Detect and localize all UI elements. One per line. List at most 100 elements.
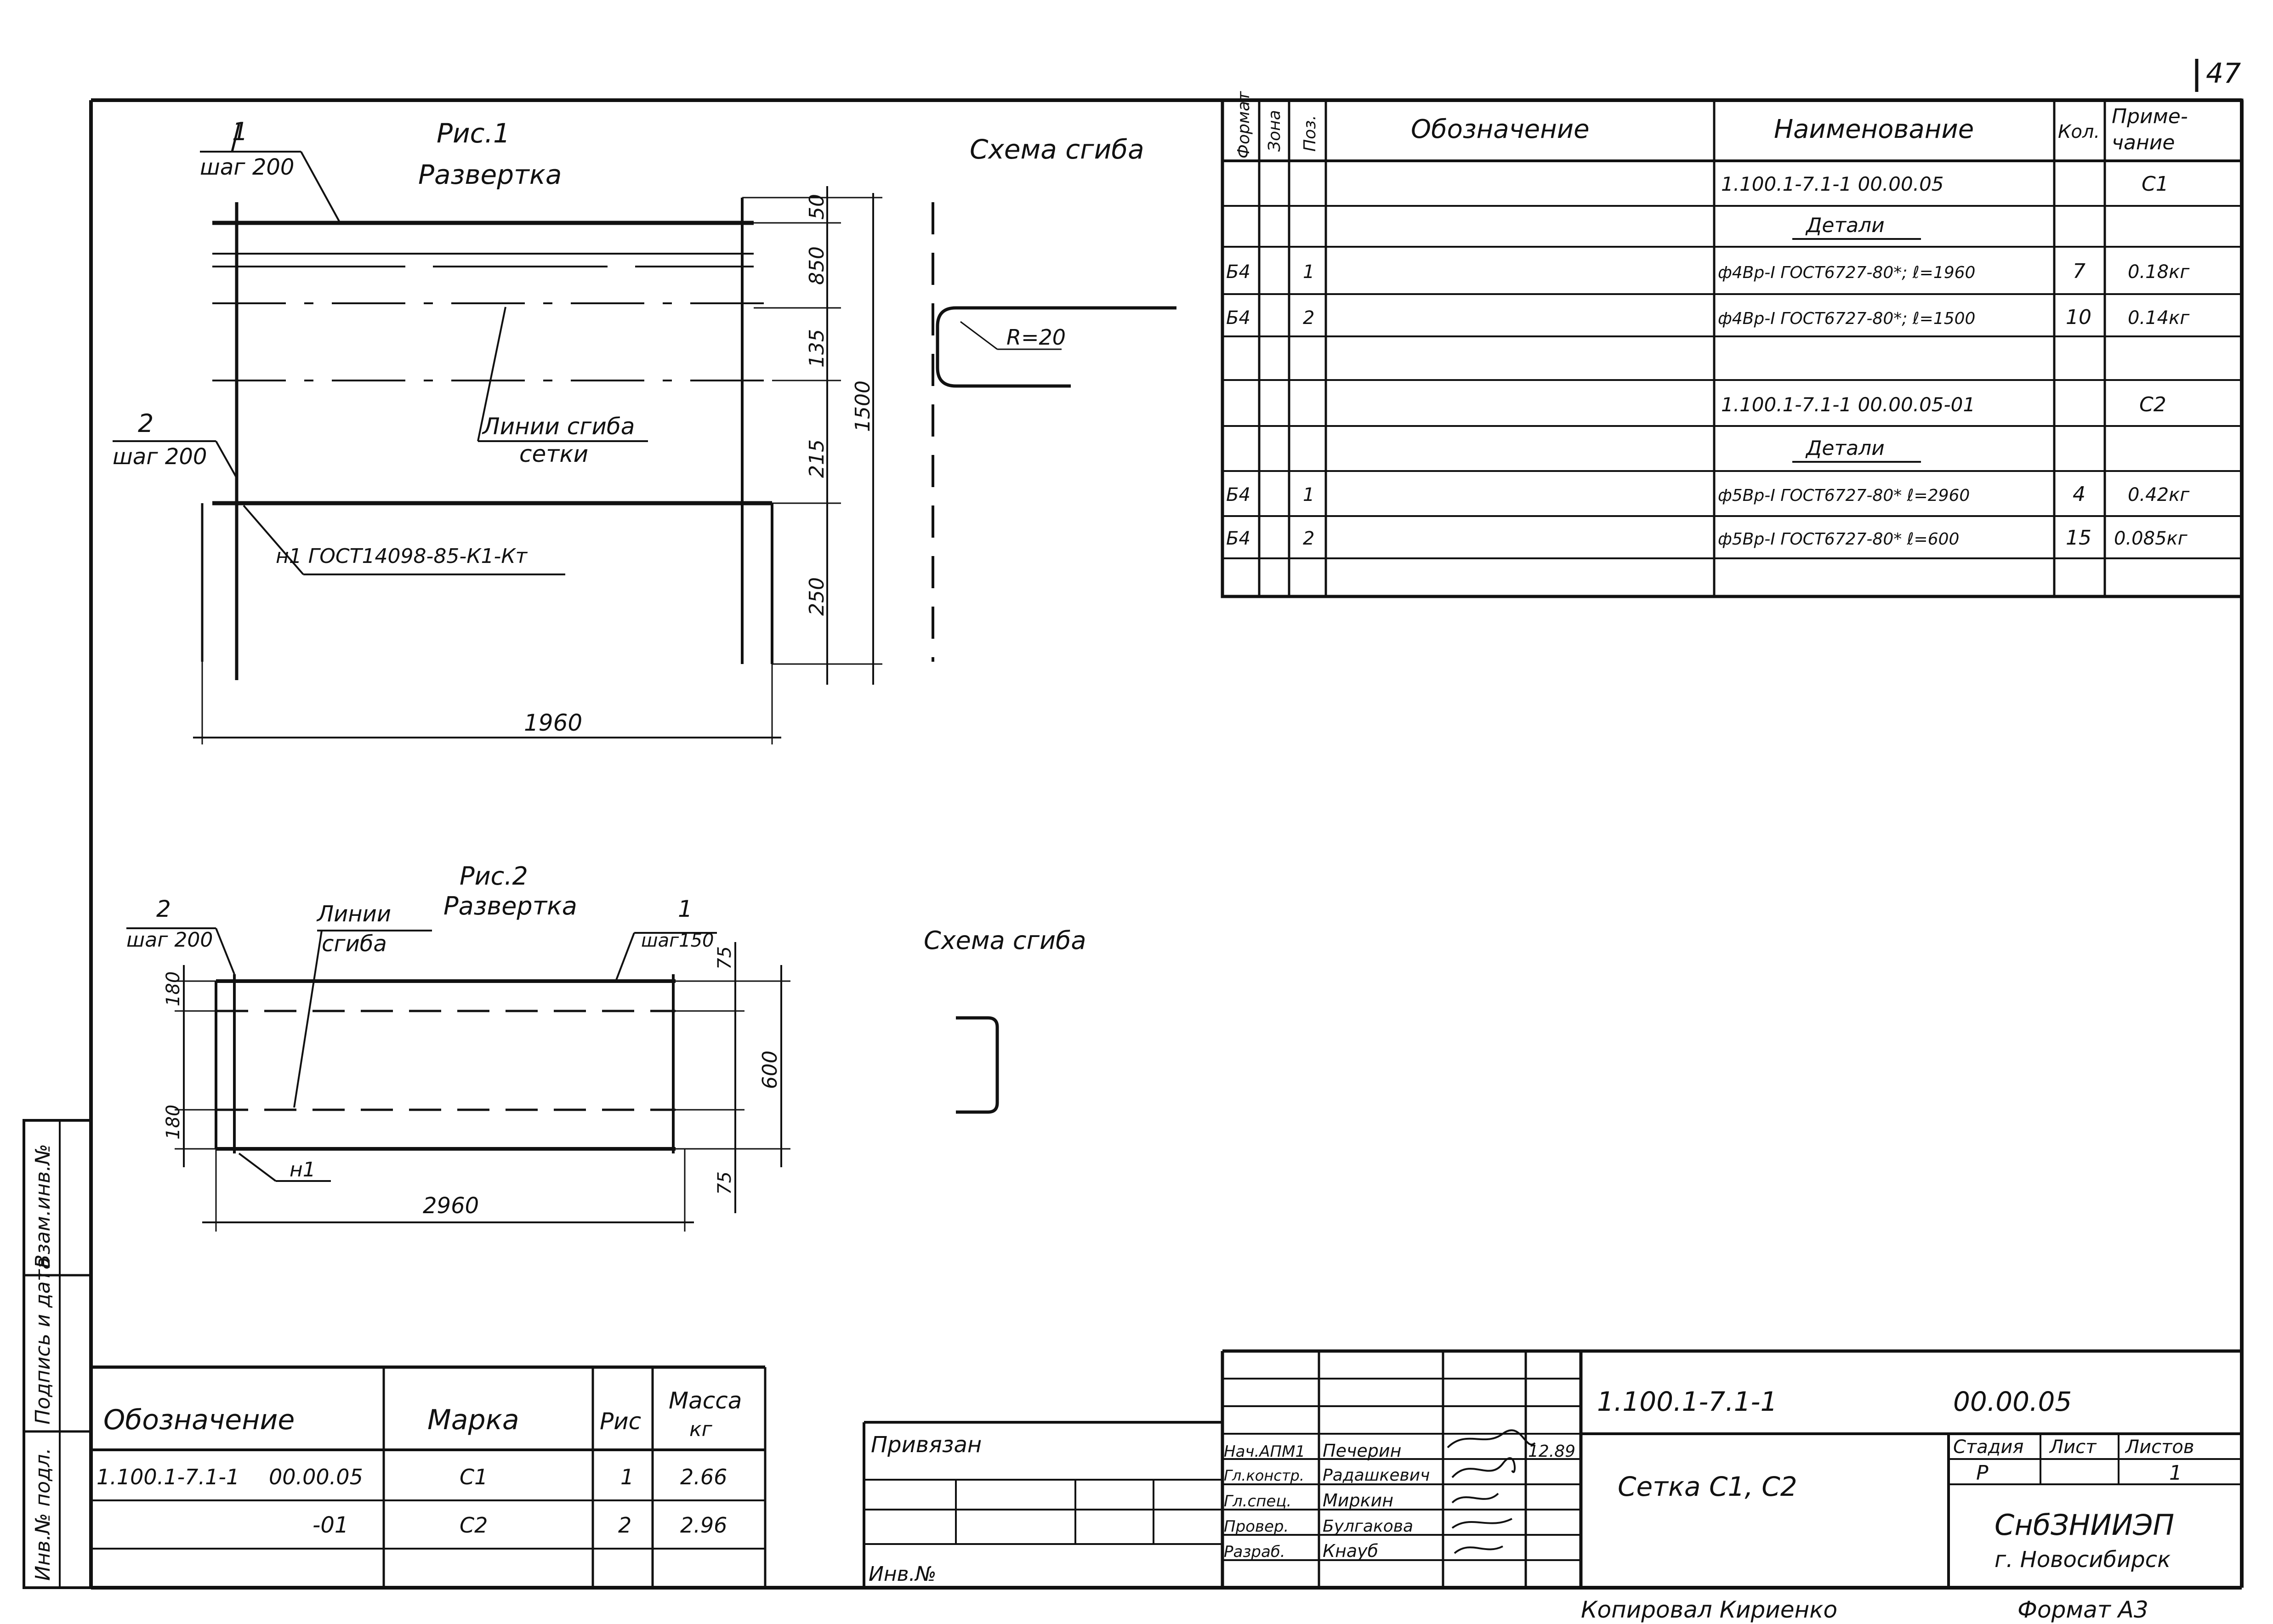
- title-sheet-label: Лист: [2049, 1437, 2097, 1458]
- fig2-dim-180-bottom: 180: [163, 1105, 184, 1140]
- fig1-dim-50: 50: [805, 194, 829, 220]
- fig2-dim-75-bottom: 75: [714, 1171, 735, 1195]
- spec-row: Б4 1 ф4Вр-I ГОСТ6727-80*; ℓ=1960 7 0.18к…: [1226, 260, 2190, 283]
- person-role: Гл.констр.: [1224, 1467, 1304, 1484]
- spec-row: Б4 2 ф5Вр-I ГОСТ6727-80* ℓ=600 15 0.085к…: [1226, 526, 2188, 550]
- fig1-dim-135: 135: [805, 329, 829, 368]
- spec-row: Б4 1 ф5Вр-I ГОСТ6727-80* ℓ=2960 4 0.42кг: [1226, 483, 2190, 506]
- fig1-dim-250: 250: [805, 577, 829, 616]
- spec-row: Детали: [1792, 437, 1921, 463]
- fig1-dim-215: 215: [805, 439, 829, 478]
- spec-row: 1.100.1-7.1-1 00.00.05-01 С2: [1721, 393, 2166, 416]
- spec-cell-note: С2: [2139, 393, 2166, 416]
- fig1-weld-note: н1 ГОСТ14098-85-К1-Кт: [276, 545, 528, 568]
- footer-copied: Копировал Кириенко: [1581, 1596, 1837, 1623]
- title-stage-label: Стадия: [1953, 1437, 2023, 1458]
- spec-cell-format: Б4: [1226, 484, 1250, 505]
- page-number-text: 47: [2206, 57, 2241, 90]
- spec-cell-name: Детали: [1805, 437, 1885, 460]
- fig2-bend-lines-1: Линии: [316, 901, 391, 927]
- title-sheets: 1: [2169, 1461, 2182, 1485]
- spec-cell-name: ф4Вр-I ГОСТ6727-80*; ℓ=1960: [1718, 263, 1975, 282]
- spec-row: Детали: [1792, 214, 1921, 240]
- spec-cell-note: 0.42кг: [2128, 484, 2190, 505]
- spec-header-note-1: Приме-: [2112, 105, 2188, 128]
- title-person-row: Гл.констр. Радашкевич: [1224, 1457, 1516, 1485]
- marks-cell-des2: 00.00.05: [269, 1465, 363, 1489]
- title-person-row: Разраб. Кнауб: [1224, 1541, 1503, 1561]
- fig2-pos2-num: 2: [156, 896, 171, 922]
- person-role: Разраб.: [1224, 1543, 1285, 1561]
- person-role: Провер.: [1224, 1517, 1289, 1536]
- figure-2: Рис.2 Развертка Схема сгиба 2 шаг 200 Ли…: [126, 862, 1086, 1232]
- side-stamp-inv: Инв.№ подл.: [31, 1448, 55, 1581]
- signature-mark: [1447, 1429, 1536, 1448]
- signature-mark: [1451, 1493, 1499, 1504]
- spec-header-qty: Кол.: [2058, 121, 2100, 142]
- fig1-pos2-num: 2: [138, 409, 153, 438]
- marks-table: Обозначение Марка Рис Масса кг 1.100.1-7…: [91, 1365, 767, 1588]
- fig1-scheme-title: Схема сгиба: [970, 134, 1144, 165]
- spec-cell-name: ф4Вр-I ГОСТ6727-80*; ℓ=1500: [1718, 309, 1975, 328]
- fig1-bend-lines-1: Линии сгиба: [482, 413, 635, 440]
- marks-cell-fig: 1: [620, 1465, 634, 1489]
- title-doc-name: Сетка С1, С2: [1618, 1471, 1797, 1502]
- side-stamp: Инв.№ подл. Подпись и дата Взам.инв.№: [23, 1119, 92, 1589]
- spec-cell-pos: 1: [1303, 484, 1314, 505]
- spec-cell-note: 0.085кг: [2114, 528, 2188, 549]
- binding-block: Привязан Инв.№: [863, 1421, 1222, 1588]
- spec-row: Б4 2 ф4Вр-I ГОСТ6727-80*; ℓ=1500 10 0.14…: [1226, 306, 2190, 329]
- spec-cell-pos: 2: [1303, 307, 1314, 329]
- spec-cell-name: 1.100.1-7.1-1 00.00.05: [1721, 173, 1944, 195]
- marks-cell-fig: 2: [618, 1513, 631, 1538]
- side-stamp-sign: Подпись и дата: [31, 1257, 55, 1425]
- fig1-pos1-num: 1: [232, 117, 248, 146]
- title-person-row: Нач.АПМ1 Печерин 12.89: [1224, 1429, 1575, 1461]
- spec-cell-format: Б4: [1226, 261, 1250, 283]
- spec-header-format: Формат: [1234, 91, 1253, 159]
- marks-row: 1.100.1-7.1-1 00.00.05 С1 1 2.66: [97, 1465, 727, 1489]
- binding-inv: Инв.№: [869, 1562, 936, 1586]
- spec-cell-name: ф5Вр-I ГОСТ6727-80* ℓ=600: [1718, 530, 1959, 549]
- title-city: г. Новосибирск: [1995, 1547, 2171, 1573]
- spec-cell-qty: 10: [2066, 306, 2091, 329]
- marks-cell-des2: -01: [313, 1512, 348, 1538]
- fig1-radius: R=20: [1006, 325, 1066, 350]
- marks-cell-des: 1.100.1-7.1-1: [97, 1465, 239, 1489]
- person-name: Кнауб: [1323, 1541, 1378, 1561]
- fig2-scheme-title: Схема сгиба: [924, 926, 1086, 955]
- person-role: Гл.спец.: [1224, 1492, 1291, 1510]
- fig1-pos1-step: шаг 200: [200, 154, 294, 180]
- fig2-bend-lines-2: сгиба: [322, 931, 387, 957]
- spec-cell-name: Детали: [1805, 214, 1885, 237]
- spec-header-note-2: чание: [2112, 131, 2175, 154]
- fig2-dim-600: 600: [758, 1050, 782, 1089]
- fig1-subcaption: Развертка: [418, 159, 562, 190]
- marks-header-mass: Масса: [669, 1387, 742, 1414]
- marks-header-kg: кг: [689, 1418, 713, 1441]
- marks-header-fig: Рис: [600, 1408, 641, 1435]
- fig2-pos2-step: шаг 200: [126, 928, 213, 952]
- signature-mark: [1451, 1457, 1516, 1478]
- fig2-subcaption: Развертка: [443, 891, 577, 920]
- title-sheets-label: Листов: [2125, 1437, 2194, 1458]
- title-person-row: Гл.спец. Миркин: [1224, 1490, 1499, 1510]
- fig2-dim-2960: 2960: [423, 1193, 479, 1219]
- fig2-dim-180-top: 180: [163, 971, 184, 1006]
- spec-cell-name: ф5Вр-I ГОСТ6727-80* ℓ=2960: [1718, 486, 1970, 505]
- marks-row: -01 С2 2 2.96: [313, 1512, 727, 1538]
- spec-cell-note: 0.14кг: [2128, 307, 2190, 329]
- marks-cell-mark: С2: [460, 1513, 488, 1538]
- title-stage: Р: [1976, 1461, 1989, 1485]
- person-name: Радашкевич: [1323, 1466, 1430, 1485]
- fig1-dim-850: 850: [805, 246, 829, 285]
- fig2-weld: н1: [290, 1158, 316, 1181]
- spec-cell-qty: 4: [2073, 483, 2085, 506]
- spec-header-name: Наименование: [1774, 114, 1974, 144]
- title-doc-num: 00.00.05: [1953, 1386, 2072, 1417]
- fig2-dim-75-top: 75: [714, 946, 735, 970]
- spec-cell-pos: 2: [1303, 528, 1314, 549]
- spec-cell-name: 1.100.1-7.1-1 00.00.05-01: [1721, 393, 1975, 416]
- fig2-caption: Рис.2: [460, 862, 528, 891]
- person-name: Печерин: [1323, 1441, 1401, 1461]
